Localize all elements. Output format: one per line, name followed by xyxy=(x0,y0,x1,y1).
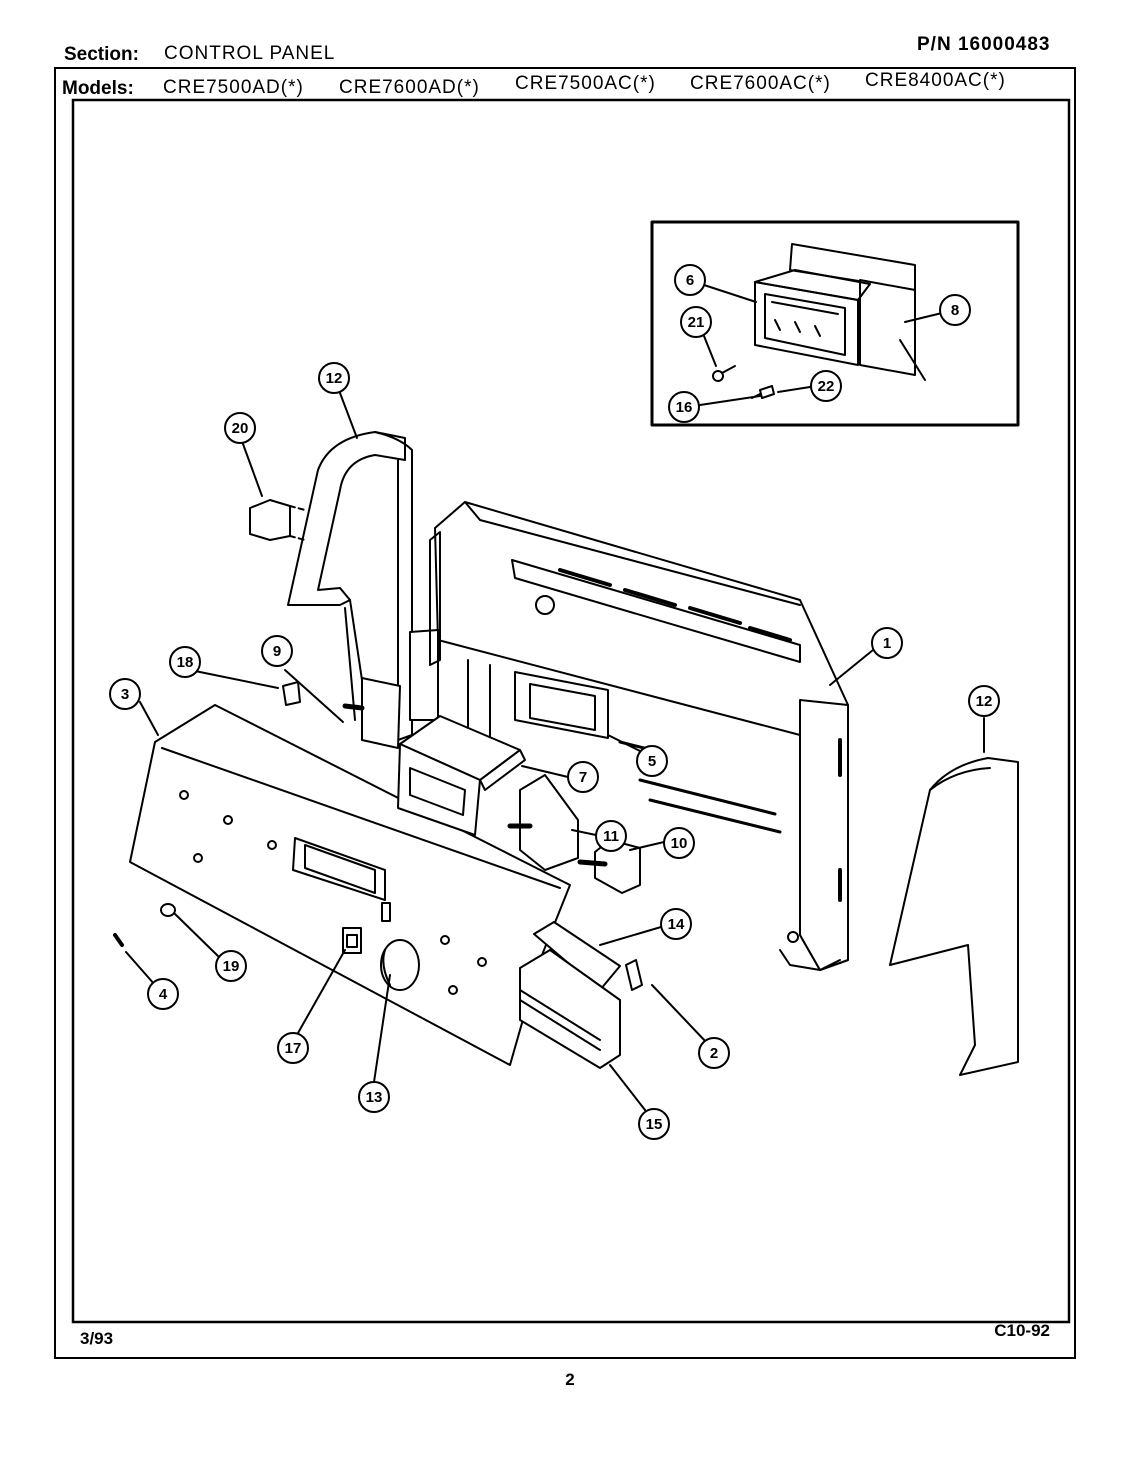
callout-5: 5 xyxy=(636,745,668,777)
callouts: 1 2 3 4 5 6 7 8 9 10 11 12 12 13 14 15 1… xyxy=(109,264,1000,1140)
part-2-clip xyxy=(625,959,643,991)
model-4: CRE7600AC(*) xyxy=(690,73,831,94)
backguard-panel xyxy=(409,501,849,971)
callout-21: 21 xyxy=(680,306,712,338)
callout-4-label: 4 xyxy=(159,986,168,1003)
callout-2: 2 xyxy=(698,1037,730,1069)
callout-15: 15 xyxy=(638,1108,670,1140)
part-18-clip xyxy=(282,681,301,706)
callout-16: 16 xyxy=(668,391,700,423)
callout-1-label: 1 xyxy=(883,635,891,652)
callout-4: 4 xyxy=(147,978,179,1010)
callout-22-label: 22 xyxy=(818,378,835,395)
model-1: CRE7500AD(*) xyxy=(163,77,304,98)
section-label: Section: xyxy=(64,44,139,65)
model-3: CRE7500AC(*) xyxy=(515,73,656,94)
part-13-knob xyxy=(380,939,420,991)
callout-9-label: 9 xyxy=(273,643,281,660)
callout-7-label: 7 xyxy=(579,769,587,786)
callout-12-right: 12 xyxy=(968,685,1000,717)
footer-date: 3/93 xyxy=(80,1329,113,1348)
callout-13-label: 13 xyxy=(366,1089,383,1106)
callout-14-label: 14 xyxy=(668,916,685,933)
callout-8: 8 xyxy=(939,294,971,326)
callout-6: 6 xyxy=(674,264,706,296)
callout-5-label: 5 xyxy=(648,753,656,770)
part-20-clip xyxy=(249,499,306,541)
part-17-switch xyxy=(342,927,362,954)
callout-10-label: 10 xyxy=(671,835,688,852)
callout-1: 1 xyxy=(871,627,903,659)
callout-20-label: 20 xyxy=(232,420,249,437)
callout-17: 17 xyxy=(277,1032,309,1064)
callout-12-left-label: 12 xyxy=(326,370,343,387)
callout-19: 19 xyxy=(215,950,247,982)
part-number: P/N 16000483 xyxy=(917,34,1051,55)
callout-11-label: 11 xyxy=(603,828,619,845)
callout-6-label: 6 xyxy=(686,272,694,289)
callout-13: 13 xyxy=(358,1081,390,1113)
part-7-window xyxy=(397,715,526,836)
part-11-knob xyxy=(507,774,579,871)
callout-17-label: 17 xyxy=(285,1040,302,1057)
footer-code: C10-92 xyxy=(994,1321,1050,1340)
callout-18-label: 18 xyxy=(177,654,194,671)
callout-19-label: 19 xyxy=(223,958,240,975)
callout-20: 20 xyxy=(224,412,256,444)
callout-9: 9 xyxy=(261,635,293,667)
model-2: CRE7600AD(*) xyxy=(339,77,480,98)
callout-7: 7 xyxy=(567,761,599,793)
callout-3: 3 xyxy=(109,678,141,710)
part-4-screw xyxy=(113,933,124,947)
part-15-bracket xyxy=(519,949,621,1069)
callout-18: 18 xyxy=(169,646,201,678)
end-cap-right xyxy=(889,757,1019,1076)
section-value: CONTROL PANEL xyxy=(164,43,336,64)
callout-8-label: 8 xyxy=(951,302,959,319)
callout-14: 14 xyxy=(660,908,692,940)
callout-3-label: 3 xyxy=(121,686,129,703)
model-5: CRE8400AC(*) xyxy=(865,70,1006,91)
callout-11: 11 xyxy=(595,820,627,852)
callout-10: 10 xyxy=(663,827,695,859)
models-label: Models: xyxy=(62,78,134,99)
callout-21-label: 21 xyxy=(688,314,705,331)
part-19-plug xyxy=(160,903,176,917)
callout-15-label: 15 xyxy=(646,1116,663,1133)
page-frame xyxy=(54,67,1076,1359)
callout-12-right-label: 12 xyxy=(976,693,993,710)
callout-2-label: 2 xyxy=(710,1045,718,1062)
page-number: 2 xyxy=(565,1370,574,1389)
callout-16-label: 16 xyxy=(676,399,693,416)
part-9-switch xyxy=(361,677,401,749)
inset-box xyxy=(650,220,1020,427)
callout-22: 22 xyxy=(810,370,842,402)
display-board-assembly xyxy=(712,243,926,399)
callout-12-left: 12 xyxy=(318,362,350,394)
